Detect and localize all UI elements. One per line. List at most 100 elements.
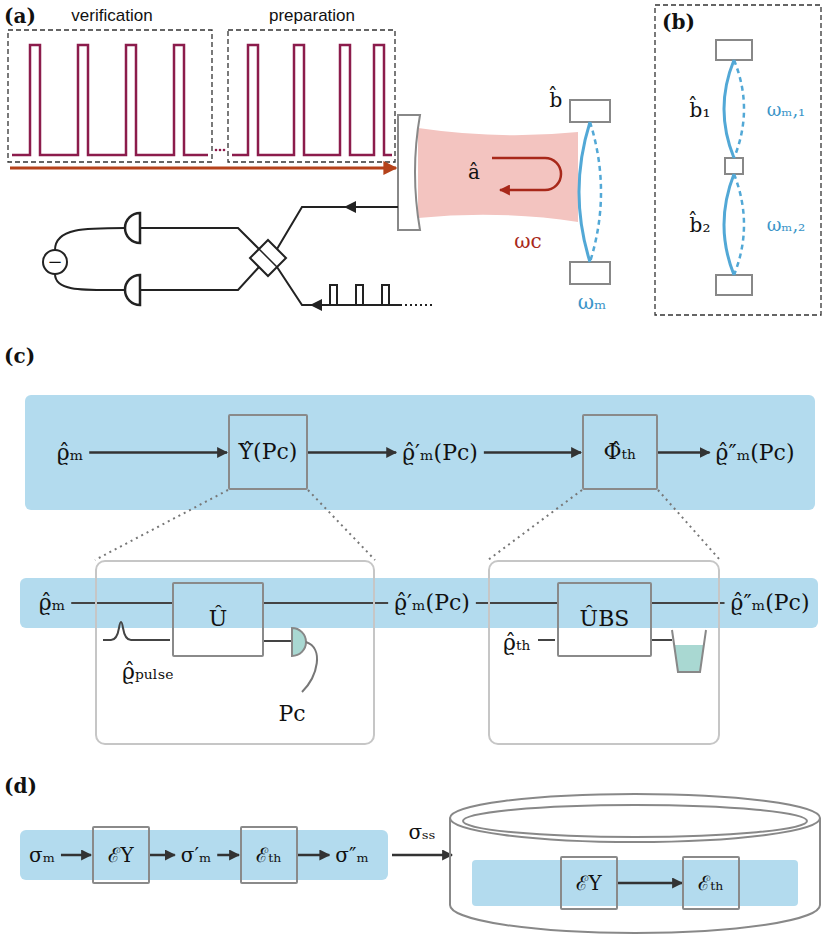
lo-pulses bbox=[330, 285, 389, 305]
math-symbol: ϱ̂ₘ bbox=[57, 441, 83, 465]
beam-splitter-face bbox=[259, 249, 277, 267]
panel-label: (c) bbox=[4, 345, 35, 367]
flow-arrow bbox=[618, 882, 682, 885]
frequency-label: ωₘ,₂ bbox=[767, 215, 806, 235]
inset-frame bbox=[655, 5, 821, 315]
band-fill bbox=[20, 578, 818, 628]
bucket bbox=[672, 630, 706, 672]
cavity-mirror bbox=[398, 115, 420, 230]
math-symbol: ϱ̂′ₘ(Pc) bbox=[402, 441, 478, 465]
math-symbol: ϱ̂″ₘ(Pc) bbox=[716, 441, 795, 465]
detector-path bbox=[141, 267, 259, 290]
channel-box: Φ̂ₜₕ bbox=[582, 414, 658, 490]
band-fill bbox=[20, 830, 388, 880]
flow-arrow bbox=[217, 854, 239, 857]
math-symbol: ℰΥ bbox=[108, 844, 133, 866]
panel-label: (b) bbox=[662, 11, 695, 33]
band-fills bbox=[20, 395, 818, 880]
resonator-displaced bbox=[590, 122, 601, 262]
state-symbol: σₛₛ bbox=[408, 821, 435, 843]
band-fill bbox=[25, 395, 815, 510]
math-symbol: ℰₜₕ bbox=[698, 872, 724, 894]
input-beam-arrow bbox=[10, 167, 396, 170]
math-symbol: ϱ̂′ₘ(Pc) bbox=[394, 591, 470, 615]
signal-band: Υ̂(Pc) Φ̂ₜₕ ϱ̂ₘ ϱ̂′ₘ(Pc) ϱ̂″ₘ(Pc) bbox=[25, 395, 815, 510]
ellipsis-dots bbox=[215, 149, 226, 152]
coupler bbox=[725, 158, 743, 174]
mechanical-modes bbox=[724, 60, 734, 275]
subtractor bbox=[43, 250, 67, 274]
dot bbox=[219, 149, 222, 152]
math-symbol: Pc bbox=[278, 702, 305, 726]
bucket-water bbox=[674, 645, 704, 672]
flow-arrow bbox=[150, 854, 175, 857]
stage-label: verification bbox=[71, 7, 152, 26]
lo-continuation bbox=[400, 304, 432, 306]
frequency-label: ωc bbox=[514, 230, 542, 252]
dot bbox=[215, 149, 218, 152]
mode-symbol: b̂₁ bbox=[690, 99, 711, 121]
math-symbol: ℰΥ bbox=[576, 872, 601, 894]
ring-rim bbox=[450, 794, 820, 842]
math-symbol: ℰₜₕ bbox=[256, 844, 282, 866]
clamp bbox=[716, 275, 752, 295]
minus-sign: − bbox=[47, 252, 62, 272]
signal-band: ϱ̂ₘϱ̂′ₘ(Pc)ϱ̂″ₘ(Pc) bbox=[20, 578, 818, 628]
panel-label: (d) bbox=[4, 775, 37, 797]
math-symbol: ϱ̂ₘ bbox=[39, 591, 65, 615]
math-symbol: σ′ₘ bbox=[181, 844, 211, 866]
mode-symbol: b̂ bbox=[550, 89, 563, 111]
detector-cable bbox=[302, 642, 317, 692]
zoom-leader bbox=[488, 490, 582, 560]
math-symbol: Υ̂(Pc) bbox=[239, 440, 298, 464]
wire bbox=[538, 639, 555, 641]
math-symbol: ÛBS bbox=[580, 607, 630, 631]
verification-pulses bbox=[12, 45, 208, 155]
channel-box: ℰΥ bbox=[92, 826, 150, 884]
zoom-leader bbox=[308, 490, 375, 560]
math-symbol: ϱ̂ₜₕ bbox=[503, 631, 531, 655]
arrowhead bbox=[310, 299, 322, 311]
loop-band bbox=[472, 860, 798, 906]
math-symbol: ϱ̂ₚᵤₗₛₑ bbox=[122, 660, 174, 684]
clamp bbox=[570, 262, 610, 284]
frequency-label: ωₘ,₁ bbox=[767, 100, 806, 120]
wire bbox=[264, 602, 388, 604]
math-symbol: Φ̂ₜₕ bbox=[604, 440, 637, 464]
panel-label: (a) bbox=[4, 5, 36, 27]
detector-wire bbox=[55, 228, 125, 250]
zoom-leader bbox=[658, 490, 720, 560]
detector bbox=[292, 628, 306, 656]
frequency-label: ωₘ bbox=[578, 291, 607, 313]
cavity-mode-arrow bbox=[492, 158, 561, 190]
math-symbol: σ″ₘ bbox=[335, 844, 368, 866]
channel-box: ÛBS bbox=[557, 582, 652, 657]
wire bbox=[650, 639, 672, 641]
modes-displaced bbox=[734, 60, 744, 275]
wire bbox=[262, 640, 292, 642]
photodetector bbox=[125, 275, 140, 305]
zoom-leader bbox=[95, 490, 228, 560]
flow-arrow bbox=[658, 451, 710, 454]
math-symbol: σₘ bbox=[29, 844, 55, 866]
ring-wall bbox=[450, 818, 820, 933]
clamp bbox=[716, 40, 752, 60]
preparation-pulses bbox=[232, 45, 392, 155]
mechanical-resonator bbox=[579, 122, 590, 262]
output-beam bbox=[277, 207, 398, 249]
flow-arrow bbox=[298, 854, 329, 857]
clamp bbox=[570, 100, 610, 122]
local-oscillator-line bbox=[277, 267, 400, 305]
flow-arrow bbox=[308, 451, 396, 454]
cavity-field bbox=[418, 128, 578, 222]
channel-box: ℰΥ bbox=[560, 856, 618, 910]
mode-symbol: â bbox=[468, 161, 480, 183]
zoom-inset: Ûϱ̂ₚᵤₗₛₑPc bbox=[95, 560, 375, 745]
flow-arrow bbox=[89, 451, 227, 454]
steady-state-arrow bbox=[392, 854, 452, 857]
